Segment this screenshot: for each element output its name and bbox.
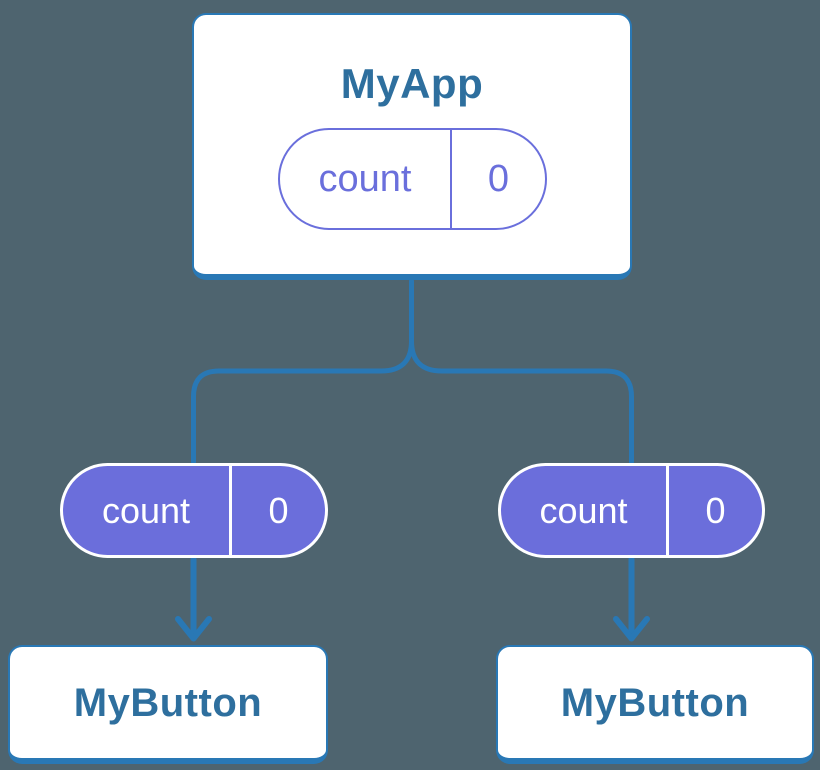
- child-right-component-card: MyButton: [496, 645, 814, 764]
- state-value: 0: [268, 489, 289, 531]
- state-value: 0: [705, 489, 726, 531]
- branch-right-line: [409, 338, 634, 465]
- component-title: MyButton: [73, 680, 263, 725]
- child-right-state-pill: count 0: [498, 463, 765, 558]
- state-key-label: count: [318, 157, 412, 200]
- arrow-down-icon: [613, 556, 650, 642]
- state-pill-divider: [229, 466, 232, 555]
- child-left-state-pill: count 0: [60, 463, 328, 558]
- state-key-label: count: [101, 489, 191, 531]
- component-title: MyApp: [340, 60, 484, 107]
- state-pill-divider: [666, 466, 669, 555]
- branch-left-line: [191, 338, 414, 465]
- arrow-down-icon: [175, 556, 212, 642]
- state-value: 0: [487, 157, 510, 200]
- component-title: MyButton: [560, 680, 750, 725]
- state-key-label: count: [539, 489, 628, 531]
- root-state-pill: count 0: [278, 128, 547, 230]
- state-pill-divider: [450, 130, 452, 228]
- child-left-component-card: MyButton: [8, 645, 328, 764]
